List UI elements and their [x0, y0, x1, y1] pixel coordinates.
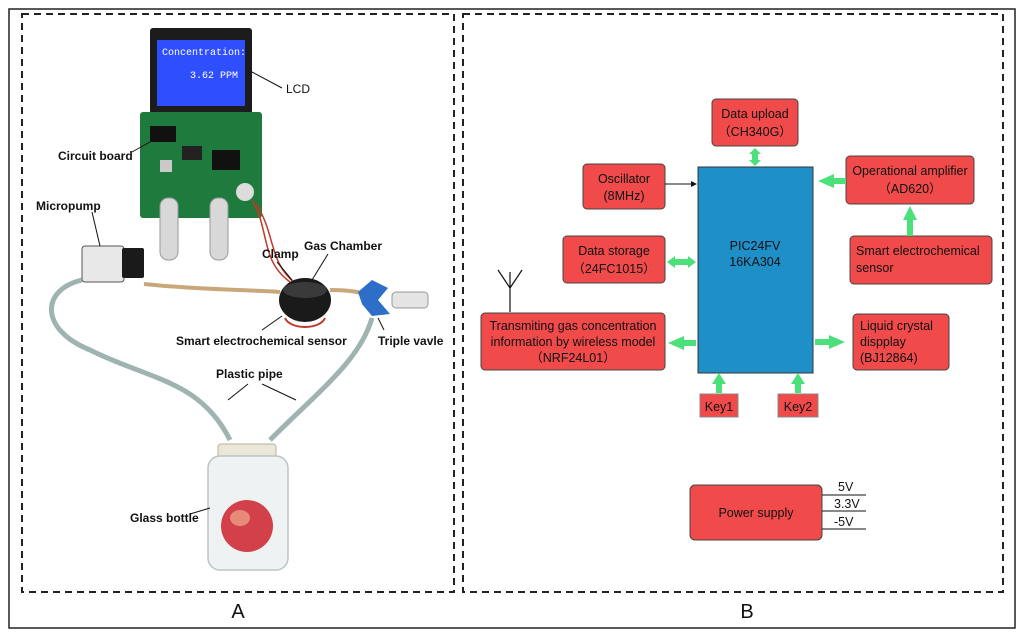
- lcd-screen-line2: 3.62 PPM: [190, 71, 238, 82]
- bottle-leader: [189, 507, 211, 515]
- mcu-block: [697, 166, 814, 374]
- rail-3v3-label: 3.3V: [834, 497, 860, 511]
- gas-chamber-top: [283, 282, 327, 298]
- micropump-body: [81, 245, 125, 283]
- photo-labels: LCD Circuit board Micropump Clamp Gas Ch…: [36, 71, 444, 525]
- gas-chamber-leader: [311, 253, 329, 281]
- triple-valve-body: [391, 291, 429, 309]
- device-photo: Concentration: 3.62 PPM: [49, 28, 429, 571]
- outer-frame: [8, 8, 1016, 629]
- tube-left: [49, 277, 233, 442]
- panel-b-letter: B: [740, 601, 753, 623]
- data-upload-line2: （CH340G）: [718, 125, 792, 139]
- rail-neg5v-label: -5V: [834, 515, 854, 529]
- label-clamp: Clamp: [262, 247, 299, 261]
- board-chip-2: [212, 150, 240, 170]
- sensor-leader: [261, 315, 283, 331]
- micropump-motor: [122, 248, 144, 278]
- label-gas-chamber: Gas Chamber: [304, 239, 382, 253]
- label-lcd: LCD: [286, 82, 310, 96]
- data-upload-block: [711, 98, 799, 147]
- ribbon-cable-1: [159, 197, 179, 261]
- arrow-opamp: [818, 174, 846, 188]
- wireless-line1: Transmiting gas concentration: [490, 319, 657, 333]
- lcd-leader: [251, 71, 283, 89]
- label-glass-bottle: Glass bottle: [130, 511, 199, 525]
- lcd-block: [852, 313, 950, 371]
- label-smart-sensor: Smart electrochemical sensor: [176, 334, 347, 348]
- panel-a-frame: [21, 13, 455, 593]
- sensor-wire-2: [255, 203, 297, 285]
- antenna-icon: [497, 269, 523, 312]
- triple-valve-handle: [358, 280, 390, 316]
- sensor-line1: Smart electrochemical: [856, 244, 980, 258]
- lcd-screen-line1: Concentration:: [162, 47, 246, 59]
- block-diagram: PIC24FV 16KA304 Data upload （CH340G） Osc…: [480, 98, 993, 541]
- arrow-lcd: [815, 335, 845, 349]
- opamp-line1: Operational amplifier: [852, 164, 967, 178]
- tube-right: [268, 317, 375, 442]
- panel-b-frame: [462, 13, 1004, 593]
- lcd-line3: (BJ12864): [860, 351, 918, 365]
- wireless-block: [480, 312, 666, 371]
- sensor-line2: sensor: [856, 261, 894, 275]
- label-plastic-pipe: Plastic pipe: [216, 367, 283, 381]
- rail-5v-label: 5V: [838, 480, 854, 494]
- arrow-key2: [791, 373, 805, 393]
- apple: [221, 500, 273, 552]
- lcd-line2: dispplay: [860, 335, 907, 349]
- opamp-line2: （AD620）: [878, 182, 941, 196]
- data-upload-line1: Data upload: [721, 107, 788, 121]
- arrow-wireless: [668, 336, 696, 350]
- label-triple-valve: Triple vavle: [378, 334, 444, 348]
- triple-valve-leader: [377, 317, 385, 331]
- pipe-leader-left: [227, 383, 249, 401]
- board-chip-1: [150, 126, 176, 142]
- board-buzzer: [236, 183, 254, 201]
- ribbon-cable-2: [209, 197, 229, 261]
- pipe-leader-right: [261, 383, 297, 401]
- sensor-block: [849, 235, 993, 285]
- storage-line2: （24FC1015）: [572, 262, 655, 276]
- apple-highlight: [230, 510, 250, 526]
- lcd-screen: [157, 40, 245, 106]
- tube-pump-chamber: [143, 282, 281, 294]
- storage-line1: Data storage: [578, 244, 650, 258]
- oscillator-line1: Oscillator: [598, 172, 650, 186]
- board-connector: [160, 160, 172, 172]
- oscillator-line2: (8MHz): [604, 189, 645, 203]
- storage-block: [562, 235, 666, 284]
- key2-block: [777, 393, 819, 418]
- board-chip-3: [182, 146, 202, 160]
- mcu-line2: 16KA304: [729, 255, 780, 269]
- power-block: [689, 484, 823, 541]
- arrow-sensor: [903, 206, 917, 236]
- clamp-leader: [276, 261, 293, 281]
- arrow-storage: [667, 256, 696, 268]
- oscillator-block: [582, 163, 666, 210]
- panel-a-letter: A: [231, 601, 245, 623]
- key1-block: [699, 393, 739, 418]
- sensor-wires: [284, 317, 326, 328]
- label-micropump: Micropump: [36, 199, 101, 213]
- micropump-leader: [91, 211, 101, 247]
- label-circuit-board: Circuit board: [58, 149, 133, 163]
- lcd-line1: Liquid crystal: [860, 319, 933, 333]
- mcu-line1: PIC24FV: [730, 239, 781, 253]
- wireless-line3: （NRF24L01）: [530, 351, 615, 365]
- arrow-key1: [712, 373, 726, 393]
- circuit-board-leader: [131, 141, 151, 153]
- power-label: Power supply: [718, 506, 794, 520]
- arrow-upload: [749, 148, 761, 166]
- wireless-line2: information by wireless model: [491, 335, 656, 349]
- key2-label: Key2: [784, 400, 813, 414]
- key1-label: Key1: [705, 400, 734, 414]
- sensor-wire-1: [251, 199, 291, 283]
